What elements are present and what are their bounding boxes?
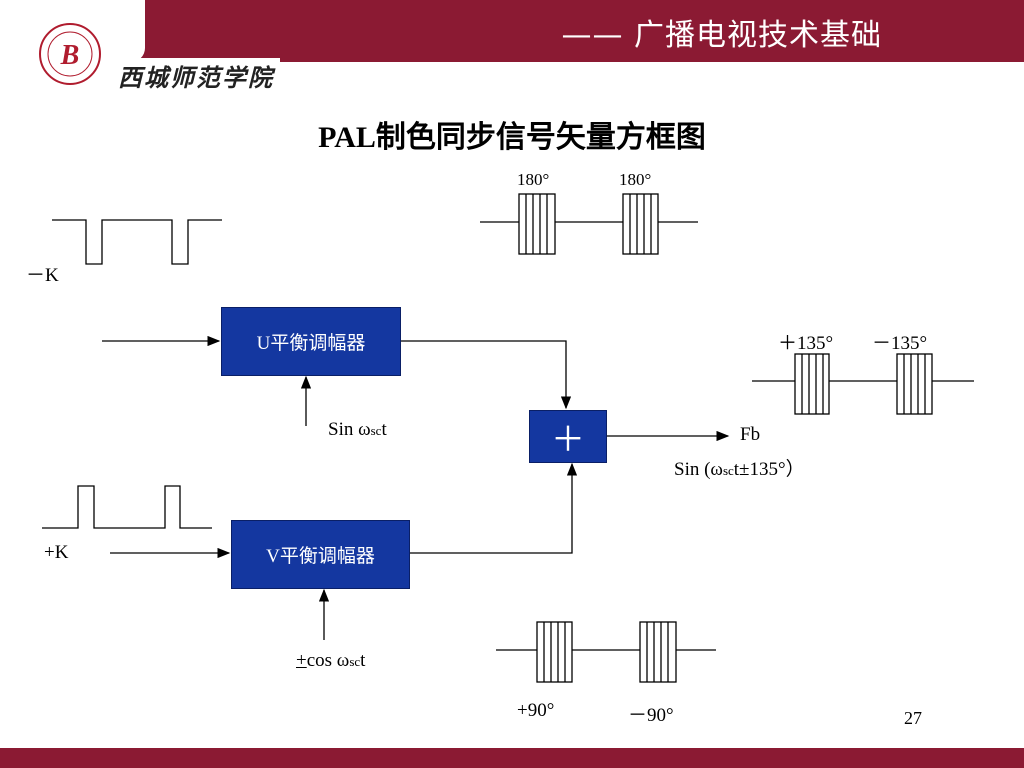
burst-bottom-label-a: +90°	[517, 700, 555, 721]
school-seal-logo: B	[39, 23, 101, 85]
burst-vector-bottom	[496, 621, 716, 683]
burst-vector-right	[752, 353, 974, 415]
sin-carrier-label: Sin ωsct	[328, 419, 387, 440]
burst-bottom-label-b: －90°	[628, 705, 674, 726]
header-underline	[280, 58, 1024, 62]
pos-k-label: +K	[44, 542, 69, 563]
v-balanced-modulator: V平衡调幅器	[231, 520, 410, 589]
pos-k-pulse-waveform	[42, 485, 212, 529]
burst-right-label-b: －135°	[872, 333, 928, 354]
header-band	[0, 0, 1024, 58]
footer-band	[0, 748, 1024, 768]
adder-block: ＋	[529, 410, 607, 463]
u-balanced-modulator: U平衡调幅器	[221, 307, 401, 376]
burst-vector-top	[480, 193, 698, 255]
neg-k-pulse-waveform	[52, 219, 222, 265]
neg-k-label: －K	[26, 265, 59, 286]
fb-formula: Sin (ωsct±135°）	[674, 459, 805, 480]
cos-carrier-label: +cos ωsct	[296, 650, 366, 671]
fb-label: Fb	[740, 424, 761, 445]
diagram-title: PAL制色同步信号矢量方框图	[318, 121, 706, 154]
u-to-adder-line	[401, 340, 572, 410]
page-number: 27	[904, 708, 922, 728]
burst-top-label-b: 180°	[619, 170, 652, 189]
school-name: 西城师范学院	[118, 63, 274, 92]
svg-text:B: B	[60, 40, 80, 71]
burst-right-label-a: ＋135°	[778, 333, 834, 354]
burst-top-label-a: 180°	[517, 170, 550, 189]
course-title: —— 广播电视技术基础	[561, 18, 882, 53]
v-to-adder-line	[410, 462, 578, 554]
